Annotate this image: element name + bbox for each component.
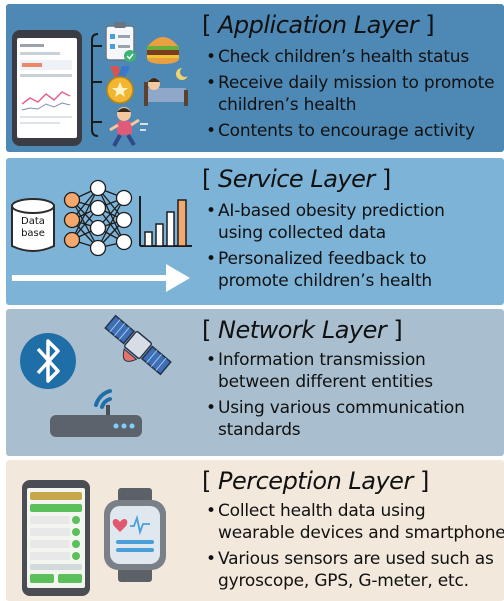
bullet-item: Collect health data using wearable devic… xyxy=(206,500,504,544)
neural-link xyxy=(97,197,125,249)
bullet-item: Check children’s health status xyxy=(206,46,504,68)
bullet-item: Various sensors are used such as gyrosco… xyxy=(206,548,504,592)
network-icons xyxy=(20,314,172,437)
database-icon: Data base xyxy=(11,198,55,252)
checklist-icon xyxy=(105,22,136,62)
service-layer-title: [ Service Layer ] xyxy=(202,165,391,193)
bullet-item: Receive daily mission to promote childre… xyxy=(206,72,504,116)
wifi-router-icon xyxy=(50,389,142,437)
network-layer-panel: [ Network Layer ] Information transmissi… xyxy=(6,309,504,456)
database-label-line2: base xyxy=(21,228,45,239)
bullet-item: Personalized feedback to promote childre… xyxy=(206,248,502,292)
neural-link xyxy=(97,187,125,243)
sleeping-child-icon xyxy=(144,67,190,106)
application-layer-title: [ Application Layer ] xyxy=(202,11,435,39)
network-layer-title: [ Network Layer ] xyxy=(202,316,403,344)
service-icons: Data base xyxy=(11,179,192,292)
perception-bullet-list: Collect health data using wearable devic… xyxy=(206,500,504,596)
perception-icons xyxy=(22,480,166,596)
service-layer-panel: Data base xyxy=(6,158,504,305)
application-layer-panel: [ Application Layer ] Check children’s h… xyxy=(6,4,504,152)
bullet-item: Information transmission between differe… xyxy=(206,349,502,393)
neural-network-icon xyxy=(63,179,133,257)
burger-icon xyxy=(147,37,179,64)
bluetooth-icon xyxy=(20,333,76,389)
arrow-right-icon xyxy=(12,264,190,292)
neural-link xyxy=(71,187,99,241)
bullet-item: AI-based obesity prediction using collec… xyxy=(206,200,502,244)
bar-chart-icon xyxy=(139,196,192,247)
database-label-line1: Data xyxy=(21,216,45,227)
medal-icon xyxy=(106,66,134,104)
satellite-icon xyxy=(104,314,172,376)
smartphone-game-icon xyxy=(22,480,90,596)
bullet-item: Contents to encourage activity xyxy=(206,120,504,142)
running-child-icon xyxy=(109,107,148,147)
smartwatch-icon xyxy=(104,488,166,582)
smartphone-app-icon xyxy=(12,30,82,146)
bullet-item: Using various communication standards xyxy=(206,397,502,441)
perception-layer-title: [ Perception Layer ] xyxy=(202,467,429,495)
application-bullet-list: Check children’s health status Receive d… xyxy=(206,46,504,146)
network-bullet-list: Information transmission between differe… xyxy=(206,349,502,445)
service-bullet-list: AI-based obesity prediction using collec… xyxy=(206,200,502,296)
application-icons xyxy=(12,22,190,147)
perception-layer-panel: [ Perception Layer ] Collect health data… xyxy=(6,460,504,601)
